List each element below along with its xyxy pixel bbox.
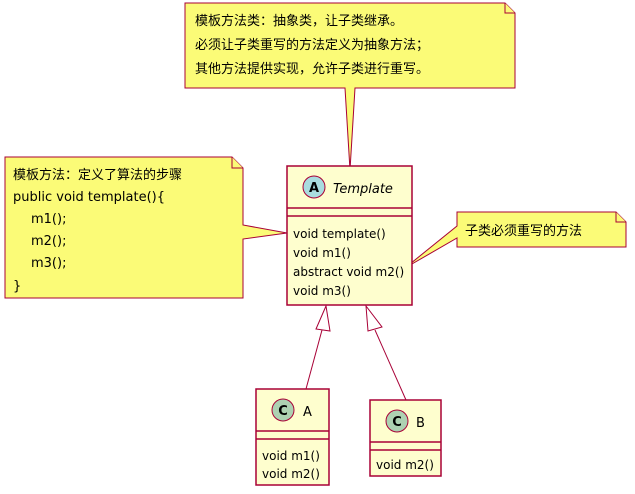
method-note-line-4: m2(); bbox=[31, 234, 66, 249]
class-template-stereotype: A bbox=[309, 181, 319, 196]
class-template-method-4: void m3() bbox=[293, 284, 351, 298]
method-note-line-2: public void template(){ bbox=[13, 190, 165, 205]
abstract-class-icon bbox=[302, 175, 326, 199]
class-a: C A void m1() void m2() bbox=[255, 388, 330, 486]
class-a-method-2: void m2() bbox=[262, 467, 320, 481]
method-note-line-3: m1(); bbox=[31, 212, 66, 227]
method-note-line-1: 模板方法：定义了算法的步骤 bbox=[13, 167, 182, 183]
method-note-line-6: } bbox=[13, 279, 21, 294]
class-template-method-1: void template() bbox=[293, 227, 386, 241]
class-icon bbox=[271, 398, 295, 422]
class-icon bbox=[385, 409, 409, 433]
template-class-note: 模板方法类：抽象类，让子类继承。 必须让子类重写的方法定义为抽象方法； 其他方法… bbox=[184, 2, 516, 171]
template-note-line-3: 其他方法提供实现，允许子类进行重写。 bbox=[195, 61, 429, 77]
class-template-method-3: abstract void m2() bbox=[293, 265, 404, 279]
class-a-name: A bbox=[303, 405, 312, 420]
method-note-line-5: m3(); bbox=[31, 256, 66, 271]
class-b-name: B bbox=[416, 416, 425, 431]
class-template-method-2: void m1() bbox=[293, 246, 351, 260]
template-note-line-2: 必须让子类重写的方法定义为抽象方法； bbox=[195, 37, 429, 53]
class-template-name: Template bbox=[333, 182, 393, 197]
override-note: 子类必须重写的方法 bbox=[404, 211, 627, 269]
class-b-method-1: void m2() bbox=[376, 458, 434, 472]
class-a-method-1: void m1() bbox=[262, 449, 320, 463]
class-a-stereotype: C bbox=[278, 404, 288, 419]
inheritance-edge-b bbox=[365, 304, 407, 401]
template-note-line-1: 模板方法类：抽象类，让子类继承。 bbox=[195, 13, 403, 29]
class-b-stereotype: C bbox=[392, 415, 402, 430]
class-b: C B void m2() bbox=[369, 399, 442, 477]
override-note-line-1: 子类必须重写的方法 bbox=[465, 223, 582, 239]
template-method-note: 模板方法：定义了算法的步骤 public void template(){ m1… bbox=[4, 156, 288, 299]
inheritance-edge-a bbox=[305, 304, 331, 390]
class-template: A Template void template() void m1() abs… bbox=[286, 165, 413, 306]
